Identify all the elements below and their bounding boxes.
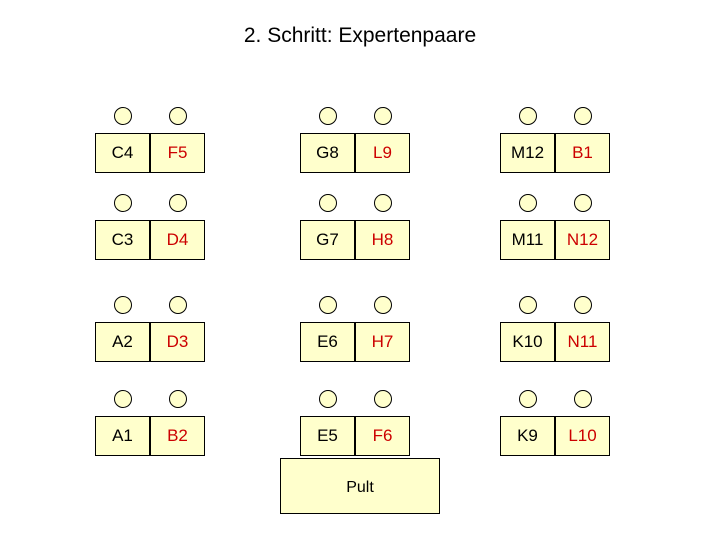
seat-circle xyxy=(168,390,187,408)
page-title: 2. Schritt: Expertenpaare xyxy=(243,24,477,47)
desk-right: N11 xyxy=(555,322,610,362)
desk-right: L10 xyxy=(555,416,610,456)
desk-right: L9 xyxy=(355,133,410,173)
desk-right: H7 xyxy=(355,322,410,362)
seat-circle xyxy=(168,194,187,212)
desk-left: A1 xyxy=(95,416,150,456)
desk-right: B2 xyxy=(150,416,205,456)
seat-circle xyxy=(373,296,392,314)
desk-left: K9 xyxy=(500,416,555,456)
seat-circle xyxy=(518,107,537,125)
desk-right: F6 xyxy=(355,416,410,456)
desk-right: F5 xyxy=(150,133,205,173)
desk-right: H8 xyxy=(355,220,410,260)
seat-circle xyxy=(573,296,592,314)
desk-right: N12 xyxy=(555,220,610,260)
seat-circle xyxy=(373,194,392,212)
seat-circle xyxy=(373,390,392,408)
seat-circle xyxy=(113,296,132,314)
desk-left: C4 xyxy=(95,133,150,173)
desk-left: E6 xyxy=(300,322,355,362)
seat-circle xyxy=(318,107,337,125)
desk-left: A2 xyxy=(95,322,150,362)
seat-circle xyxy=(573,194,592,212)
seat-circle xyxy=(518,194,537,212)
teacher-desk-label: Pult xyxy=(346,479,374,496)
seat-circle xyxy=(113,107,132,125)
desk-left: M12 xyxy=(500,133,555,173)
desk-left: M11 xyxy=(500,220,555,260)
seat-circle xyxy=(518,390,537,408)
desk-left: K10 xyxy=(500,322,555,362)
seat-circle xyxy=(113,390,132,408)
seat-circle xyxy=(113,194,132,212)
desk-right: D4 xyxy=(150,220,205,260)
seat-circle xyxy=(573,107,592,125)
seat-circle xyxy=(318,194,337,212)
seat-circle xyxy=(168,107,187,125)
seat-circle xyxy=(168,296,187,314)
teacher-desk: Pult xyxy=(280,458,440,514)
desk-left: G8 xyxy=(300,133,355,173)
desk-right: D3 xyxy=(150,322,205,362)
desk-left: C3 xyxy=(95,220,150,260)
desk-left: E5 xyxy=(300,416,355,456)
seat-circle xyxy=(318,296,337,314)
seat-circle xyxy=(318,390,337,408)
seat-circle xyxy=(373,107,392,125)
seat-circle xyxy=(518,296,537,314)
desk-left: G7 xyxy=(300,220,355,260)
desk-right: B1 xyxy=(555,133,610,173)
seat-circle xyxy=(573,390,592,408)
